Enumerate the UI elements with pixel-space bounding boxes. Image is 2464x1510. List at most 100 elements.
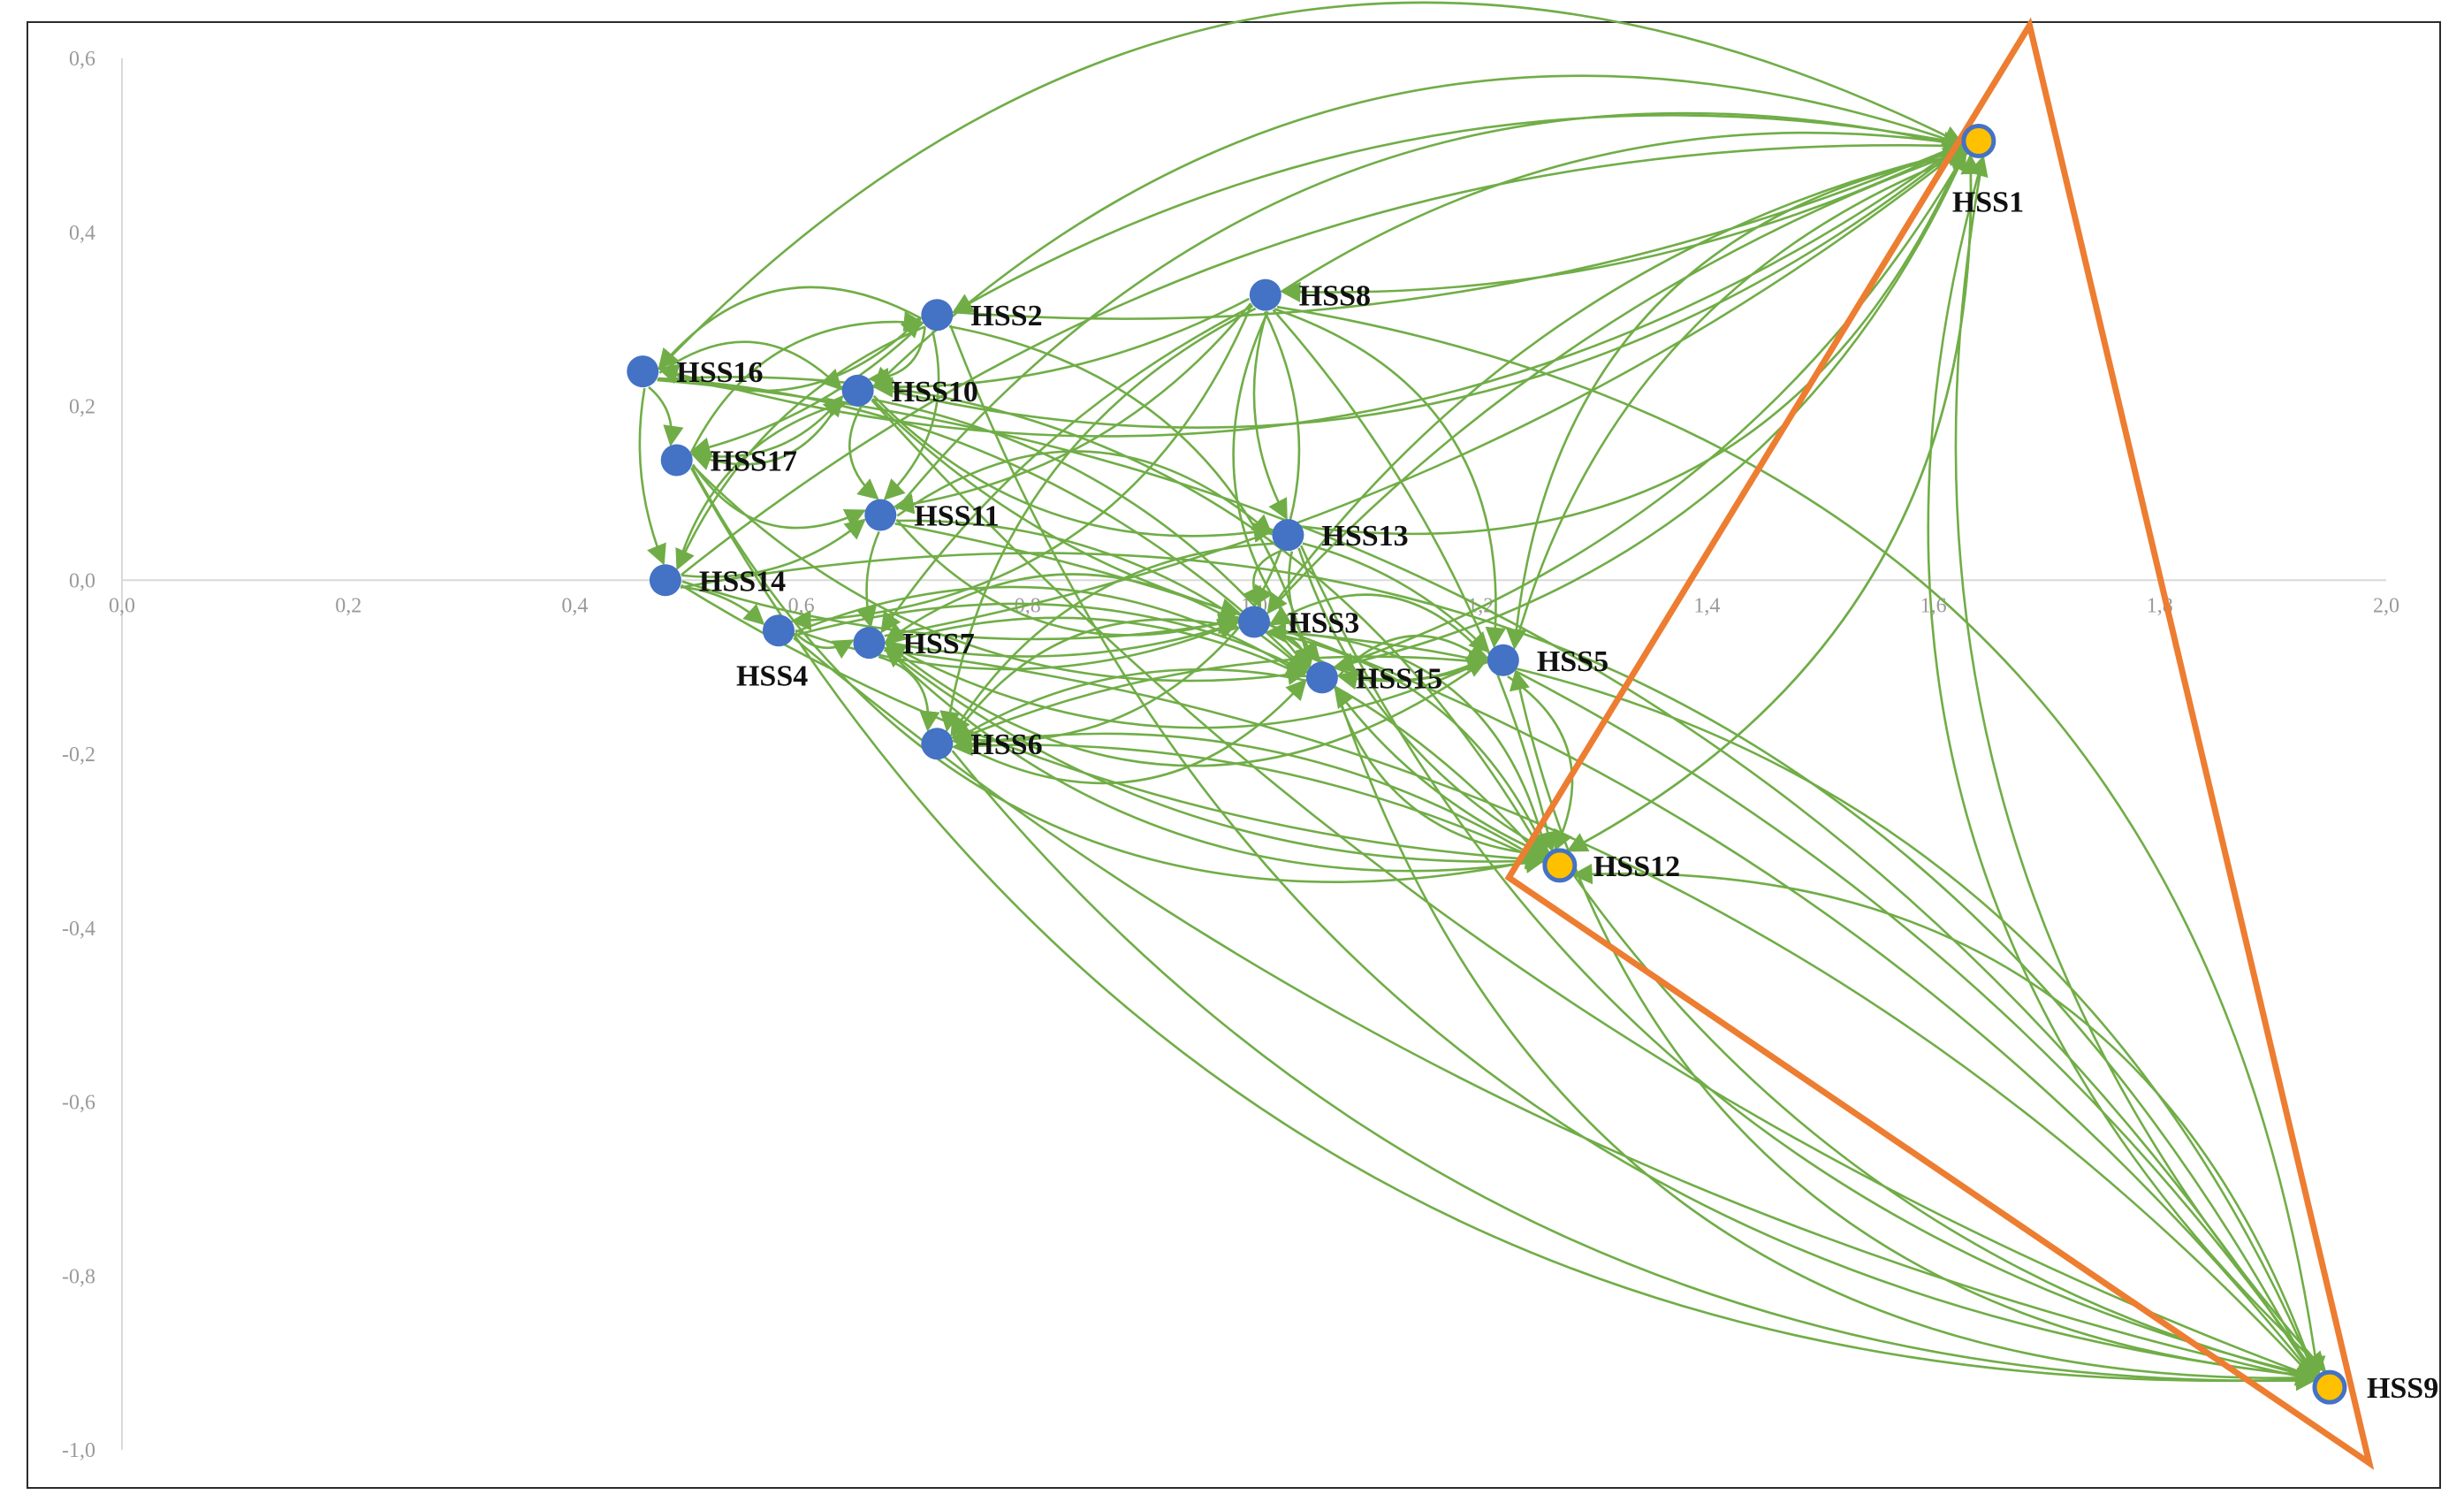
edge-arrow bbox=[675, 325, 926, 571]
edge-arrow bbox=[1267, 630, 2319, 1380]
edge-arrow bbox=[676, 397, 848, 569]
edge-arrow bbox=[880, 304, 1254, 634]
edge-arrow bbox=[872, 394, 1274, 543]
edge-arrow bbox=[657, 142, 1963, 438]
node-point bbox=[1487, 644, 1519, 676]
edge-arrow bbox=[1334, 687, 1549, 865]
y-tick-label: -0,4 bbox=[62, 918, 95, 941]
node-point bbox=[1272, 519, 1304, 552]
node-point-highlight bbox=[2312, 1369, 2347, 1405]
node-label: HSS10 bbox=[892, 376, 978, 408]
x-tick-label: 1,6 bbox=[1920, 594, 1947, 617]
y-tick-label: 0,6 bbox=[69, 48, 95, 71]
edge-arrow bbox=[657, 376, 1547, 859]
edge-arrow bbox=[1571, 863, 2317, 1378]
node-point bbox=[1305, 661, 1338, 694]
edge-arrow bbox=[657, 378, 2316, 1381]
x-tick-label: 0,2 bbox=[335, 594, 361, 617]
node-point-highlight bbox=[1542, 848, 1578, 883]
y-tick-label: -0,6 bbox=[62, 1092, 95, 1115]
edge-arrow bbox=[885, 642, 1488, 729]
x-tick-label: 0,0 bbox=[109, 594, 135, 617]
edge-arrow bbox=[1335, 149, 1967, 668]
edge-arrow bbox=[953, 650, 1489, 743]
y-tick-label: 0,0 bbox=[69, 569, 95, 592]
x-tick-label: 1,4 bbox=[1693, 594, 1720, 617]
edge-arrow bbox=[951, 750, 2317, 1392]
y-tick-label: 0,2 bbox=[69, 396, 95, 419]
edge-arrow bbox=[953, 678, 1307, 785]
edge-arrow bbox=[1927, 155, 2326, 1372]
edge-arrow bbox=[1269, 623, 1489, 682]
edge-arrow bbox=[658, 340, 843, 391]
edge-arrow bbox=[1507, 675, 1574, 851]
edge-arrow bbox=[658, 286, 922, 370]
edge-arrow bbox=[1954, 156, 2327, 1373]
edge-arrow bbox=[884, 573, 1238, 644]
node-label: HSS11 bbox=[914, 500, 999, 532]
y-tick-label: -0,8 bbox=[62, 1265, 95, 1288]
node-label: HSS1 bbox=[1952, 186, 2024, 218]
edge-arrow bbox=[1272, 309, 1558, 853]
node-label: HSS17 bbox=[711, 445, 797, 477]
node-point-highlight bbox=[1961, 123, 1996, 158]
edge-arrow bbox=[1266, 149, 1966, 614]
edge-arrow bbox=[1268, 593, 1488, 659]
edge-arrow bbox=[871, 297, 1250, 398]
node-label: HSS3 bbox=[1288, 606, 1359, 639]
edge-arrow bbox=[1336, 660, 1487, 690]
edge-arrow bbox=[690, 311, 925, 453]
edge-arrow bbox=[883, 331, 940, 500]
edge-arrow bbox=[1280, 143, 1963, 302]
edge-arrow bbox=[681, 518, 866, 578]
y-tick-label: -1,0 bbox=[62, 1439, 95, 1462]
triangle-overlay bbox=[1504, 17, 2375, 1470]
edge-arrow bbox=[1242, 549, 1282, 608]
edge-arrow bbox=[691, 463, 867, 530]
edge-arrow bbox=[886, 616, 1308, 678]
y-tick-label: 0,4 bbox=[69, 222, 95, 245]
edge-arrow bbox=[950, 542, 1274, 737]
node-point bbox=[921, 728, 954, 760]
node-point bbox=[660, 444, 693, 477]
edge-arrow bbox=[873, 143, 1965, 429]
node-label: HSS16 bbox=[676, 356, 763, 389]
edge-arrow bbox=[1566, 155, 1973, 852]
edge-arrow bbox=[1335, 686, 2318, 1389]
edge-arrow bbox=[896, 450, 1274, 536]
edge-arrow bbox=[794, 602, 1546, 863]
edge-arrow bbox=[856, 530, 880, 629]
edge-arrow bbox=[1281, 131, 1965, 293]
edge-arrow bbox=[794, 631, 855, 660]
edge-arrow bbox=[871, 399, 2318, 1382]
node-label: HSS7 bbox=[902, 628, 974, 660]
edge-arrow bbox=[648, 385, 684, 447]
edge-arrow bbox=[681, 583, 1547, 870]
edge-arrow bbox=[884, 146, 1966, 637]
edge-arrow bbox=[658, 1, 1965, 370]
edge-arrow bbox=[886, 618, 1240, 658]
node-point bbox=[853, 627, 886, 660]
edge-arrow bbox=[953, 141, 1965, 320]
edge-arrow bbox=[1302, 542, 1491, 653]
edge-arrow bbox=[681, 580, 1240, 641]
node-point bbox=[1238, 606, 1270, 638]
edge-arrow bbox=[681, 585, 765, 626]
edge-arrow bbox=[939, 307, 1257, 733]
x-tick-label: 0,4 bbox=[561, 594, 588, 617]
edge-arrow bbox=[658, 377, 1309, 673]
node-label: HSS5 bbox=[1537, 645, 1608, 678]
edge-arrow bbox=[951, 736, 1544, 864]
edge-arrow bbox=[884, 642, 1487, 767]
edge-arrow bbox=[1276, 305, 2326, 1377]
edge-arrow bbox=[690, 466, 1547, 883]
edge-arrow bbox=[1252, 311, 1288, 521]
edge-arrow bbox=[948, 324, 1316, 668]
node-label: HSS8 bbox=[1299, 280, 1371, 313]
edge-arrow bbox=[1513, 149, 1970, 649]
edge-arrow bbox=[893, 302, 1252, 515]
highlight-triangle bbox=[1504, 17, 2375, 1470]
node-point bbox=[921, 299, 954, 332]
edge-arrow bbox=[872, 74, 1963, 389]
